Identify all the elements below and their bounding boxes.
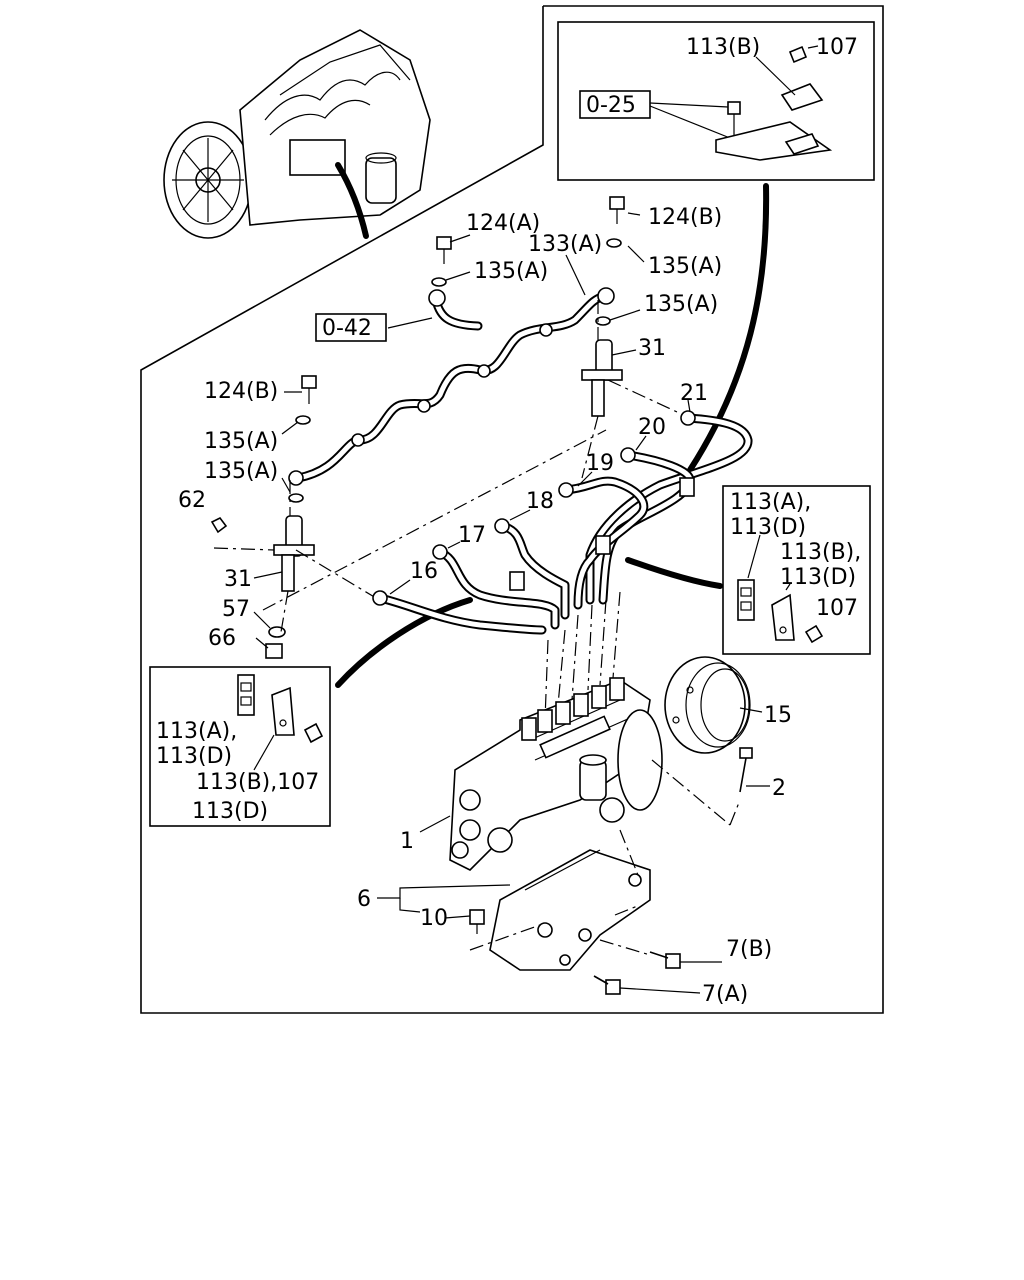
label-18: 18 [526,489,554,514]
label-62: 62 [178,488,206,513]
injection-pump [449,677,663,871]
pump-bracket [469,829,681,995]
label-20: 20 [638,415,666,440]
label-133a: 133(A) [528,232,602,257]
label-inset-right-113d-2: 113(D) [780,565,856,590]
label-7a: 7(A) [702,982,748,1007]
label-19: 19 [586,451,614,476]
label-66: 66 [208,626,236,651]
label-inset-left-113a: 113(A), [156,719,237,744]
label-ref-0-25: 0-25 [586,93,636,118]
ref-box-0-42 [315,313,387,342]
label-6: 6 [357,887,371,912]
pump-delivery-valves [521,677,625,741]
callout-labels: 113(B) 107 0-25 124(A) 124(B) 133(A) 135… [156,35,861,1007]
label-124a: 124(A) [466,211,540,236]
leak-off-pipe [288,287,615,486]
bolt-2 [651,747,770,826]
label-1: 1 [400,829,414,854]
label-16: 16 [410,559,438,584]
engine-overview-illustration [163,29,431,239]
label-107-top: 107 [816,35,858,60]
inset-clip-detail-left [149,597,473,827]
label-7b: 7(B) [726,937,772,962]
label-124b-left: 124(B) [204,379,278,404]
label-57: 57 [222,597,250,622]
inset-clip-detail-right [625,485,871,655]
label-inset-right-107: 107 [816,596,858,621]
label-inset-left-113d-2: 113(D) [192,799,268,824]
label-124b-top: 124(B) [648,205,722,230]
main-frame [140,5,884,1014]
label-31-left: 31 [224,567,252,592]
timer-assembly [664,656,763,754]
bolts-and-washers [210,196,625,659]
label-inset-right-113b: 113(B), [780,540,861,565]
label-10: 10 [420,906,448,931]
label-inset-right-113a: 113(A), [730,490,811,515]
inset-clip-detail-top [557,21,875,473]
label-113b-top: 113(B) [686,35,760,60]
label-inset-left-113d-1: 113(D) [156,744,232,769]
label-inset-right-113d-1: 113(D) [730,515,806,540]
label-15: 15 [764,703,792,728]
label-ref-0-42: 0-42 [322,316,372,341]
label-21: 21 [680,381,708,406]
injector-nozzles [213,300,691,633]
injection-pipes [372,410,753,721]
label-17: 17 [458,523,486,548]
label-135a-1: 135(A) [648,254,722,279]
label-inset-left-113b-107: 113(B),107 [196,770,319,795]
label-135a-3: 135(A) [644,292,718,317]
leader-lines [253,212,722,994]
label-135a-4: 135(A) [204,429,278,454]
label-2: 2 [772,776,786,801]
label-31-right: 31 [638,336,666,361]
label-135a-2: 135(A) [474,259,548,284]
label-135a-5: 135(A) [204,459,278,484]
